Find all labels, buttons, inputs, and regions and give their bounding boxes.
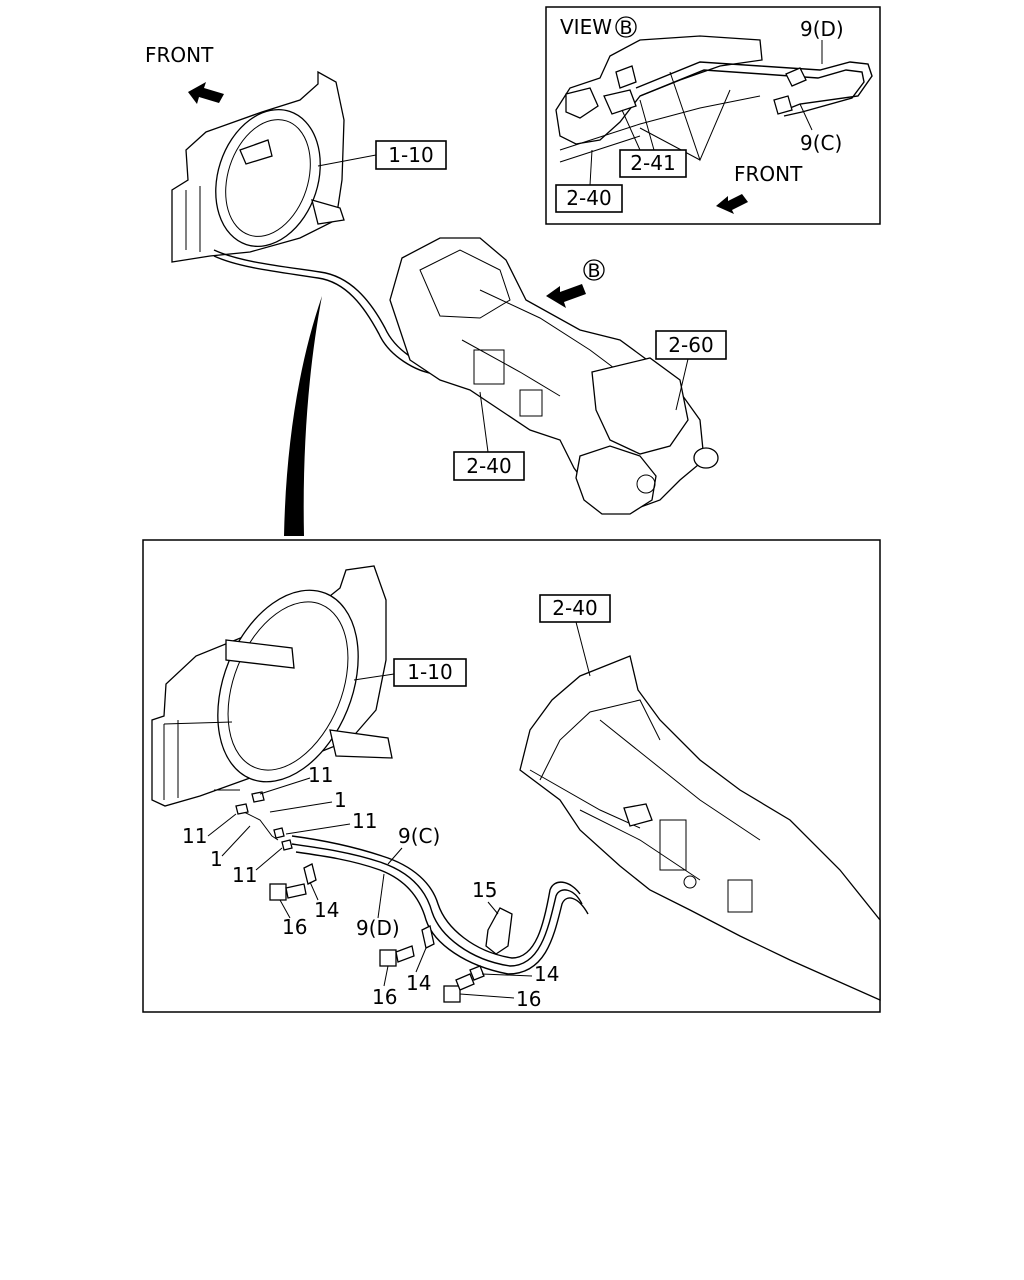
label-9d: 9(D) [356, 916, 400, 940]
radiator-shroud-detail [151, 565, 393, 807]
front-label-inset: FRONT [734, 162, 803, 186]
detail-2-40-label: 2-40 [552, 596, 597, 620]
bolt-16-a [269, 883, 307, 901]
view-b-arrow-icon [546, 284, 586, 308]
inset-2-41-label: 2-41 [630, 151, 675, 175]
label-11-d: 11 [232, 863, 257, 887]
callout-1-10-top: 1-10 [388, 143, 433, 167]
label-9c: 9(C) [398, 824, 440, 848]
callout-2-40-top: 2-40 [466, 454, 511, 478]
view-b-marker-label: B [587, 260, 600, 282]
front-label-top: FRONT [145, 43, 214, 67]
overview-group: FRONT B [145, 43, 727, 536]
label-16-b: 16 [372, 985, 397, 1009]
view-label: VIEW [560, 15, 612, 39]
label-15: 15 [472, 878, 497, 902]
radiator-shroud-top [171, 70, 345, 263]
inset-view-b: VIEW B 9(D) 9(C) 2-41 2-40 FRONT [545, 6, 881, 225]
inset-2-40-label: 2-40 [566, 186, 611, 210]
front-arrow-inset-icon [716, 194, 748, 214]
callout-2-60-top: 2-60 [668, 333, 713, 357]
detail-1-10-label: 1-10 [407, 660, 452, 684]
front-arrow-top-icon [188, 82, 224, 104]
detail-view: 2-40 1-10 11 1 11 11 1 11 9(C) 14 16 9(D… [142, 539, 881, 1013]
detail-pointer-icon [284, 296, 322, 536]
view-circle-label: B [619, 17, 632, 39]
label-11-a: 11 [308, 763, 333, 787]
inset-9d-label: 9(D) [800, 17, 844, 41]
transmission-detail [519, 655, 881, 1002]
bolt-16-c [443, 973, 475, 1003]
label-1-b: 1 [210, 847, 223, 871]
label-16-a: 16 [282, 915, 307, 939]
label-14-c: 14 [534, 962, 559, 986]
label-11-c: 11 [352, 809, 377, 833]
label-16-c: 16 [516, 987, 541, 1011]
label-1-a: 1 [334, 788, 347, 812]
label-11-b: 11 [182, 824, 207, 848]
label-14-b: 14 [406, 971, 431, 995]
transmission-top [389, 237, 719, 515]
inset-9c-label: 9(C) [800, 131, 842, 155]
label-14-a: 14 [314, 898, 339, 922]
